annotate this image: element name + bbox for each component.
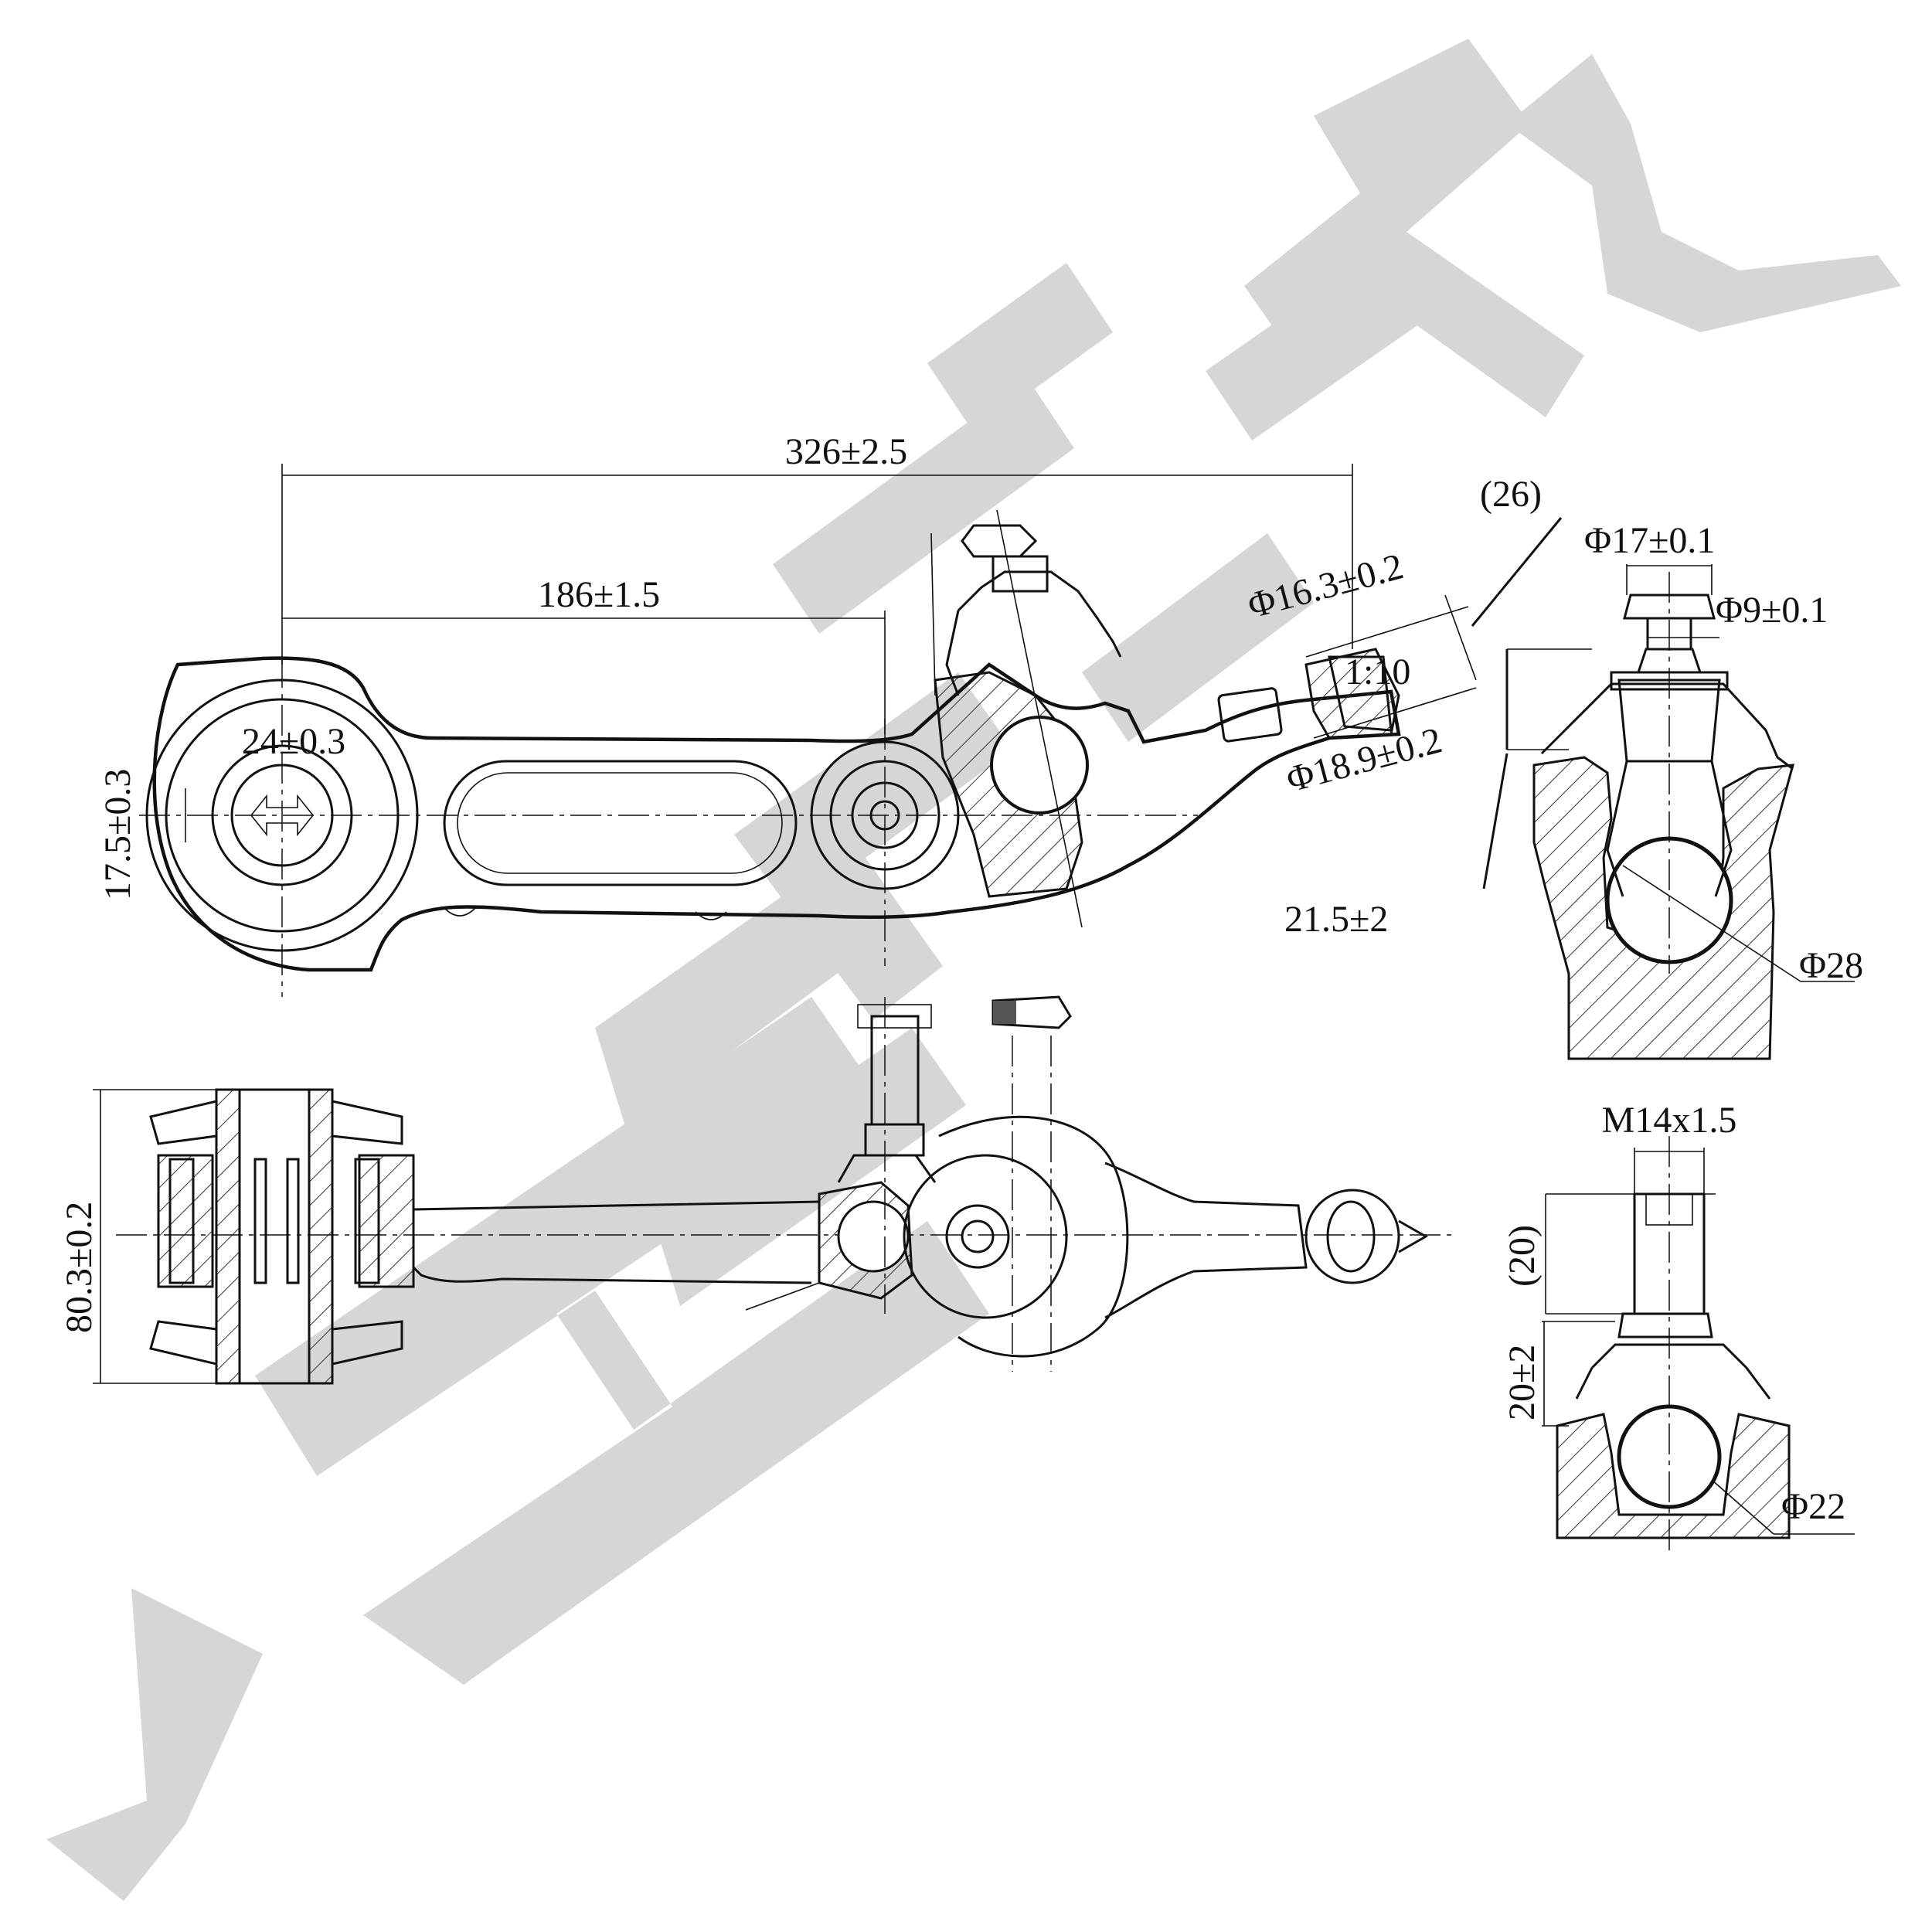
bushing-bore-label: 24±0.3: [242, 721, 345, 762]
taper-leader-arrow: [1471, 517, 1563, 627]
flange-bottom-left: [149, 1320, 218, 1366]
stud-dia-label: Φ17±0.1: [1584, 520, 1715, 561]
lower-housing-section: [1556, 1413, 1791, 1539]
ball-joint-ball: [990, 716, 1089, 815]
stud-axis: [996, 509, 1083, 928]
taper-dim-line-top: [1305, 606, 1469, 658]
side-eye-outer: [1304, 1189, 1400, 1284]
center-length-label: 186±1.5: [538, 574, 660, 615]
bushing-offset-label: 17.5±0.3: [97, 769, 138, 900]
ball-joint-boot-left: [945, 610, 960, 696]
stud-tip-dia-label: Φ9±0.1: [1716, 590, 1828, 631]
stud-taper: [1606, 760, 1733, 897]
side-disc: [903, 1154, 1068, 1319]
lower-boot: [1590, 1343, 1771, 1400]
side-hub-hole: [961, 1219, 995, 1253]
ball-joint-boot: [957, 570, 1122, 658]
flange-top-right: [331, 1100, 403, 1145]
side-ball: [837, 1200, 910, 1273]
arm-top-view: [139, 509, 1401, 1029]
overall-length-label: 326±2.5: [785, 431, 907, 472]
side-arm-end: [1104, 1162, 1308, 1319]
side-hub: [938, 1115, 1129, 1358]
boot-guide: [930, 532, 936, 696]
detail-ball-joint-top: Φ17±0.1 Φ9±0.1 Φ28: [1482, 520, 1863, 1060]
bump-2: [695, 911, 727, 920]
phi28-leader: [1622, 865, 1801, 982]
bushing-slot-2: [286, 1158, 300, 1284]
side-leader: [745, 1282, 820, 1311]
taper-bore: [1328, 655, 1393, 732]
side-thread-top: [857, 1004, 932, 1029]
phi22-leader: [1711, 1479, 1774, 1535]
detail-ball-joint-bottom: M14x1.5 (20) 20±2 Φ22: [1502, 1100, 1855, 1553]
bushing-slot-1: [253, 1158, 267, 1284]
side-thread: [870, 1015, 920, 1126]
height-leader: [1482, 753, 1509, 889]
taper-ratio-label: 1:10: [1345, 651, 1410, 692]
nut-shade: [993, 1001, 1016, 1024]
flange-bottom-right: [331, 1320, 403, 1366]
thread-label: M14x1.5: [1602, 1100, 1737, 1141]
taper-dim-line-bottom: [1313, 687, 1477, 739]
boot-height-label: 20±2: [1502, 1345, 1543, 1420]
stud-top: [961, 524, 1038, 558]
sleeve-wall-right: [308, 1088, 334, 1385]
boot-top: [1563, 682, 1794, 770]
thread-collar: [1617, 1312, 1713, 1338]
bushing-width-label: 80.3±0.2: [59, 1202, 100, 1333]
arm-side-view: [116, 997, 1453, 1385]
bushing-rubber-right: [358, 1154, 415, 1288]
bushing-insert-left: [168, 1158, 195, 1284]
lower-boot-left: [1575, 1367, 1594, 1400]
thread-length-label: (20): [1502, 1225, 1543, 1287]
ball-dia-top-label: Φ28: [1799, 945, 1863, 986]
bushing-rubber-left: [157, 1154, 214, 1288]
flange-top-left: [149, 1100, 218, 1145]
ball-dia-bottom-label: Φ22: [1781, 1486, 1845, 1527]
arm-shaft: [412, 1200, 820, 1284]
bushing-insert-right: [354, 1158, 380, 1284]
bump-1: [444, 907, 476, 917]
arm-slot-inner: [457, 772, 783, 874]
stud-height-label: 21.5±2: [1284, 899, 1388, 940]
arm-slot-outer: [443, 760, 798, 886]
taper-section: [1304, 648, 1400, 740]
taper-length-label: (26): [1480, 474, 1542, 515]
side-hub-boss: [945, 1204, 1010, 1269]
side-tip: [1398, 1219, 1429, 1253]
side-dimensions: 80.3±0.2: [59, 1089, 216, 1384]
stud-head: [1623, 594, 1716, 620]
taper-dim-ext: [1444, 594, 1477, 681]
sleeve-wall-left: [215, 1088, 241, 1385]
square-pad: [1217, 687, 1283, 743]
side-eye-inner: [1326, 1200, 1376, 1273]
arm-outline: [152, 656, 1401, 972]
